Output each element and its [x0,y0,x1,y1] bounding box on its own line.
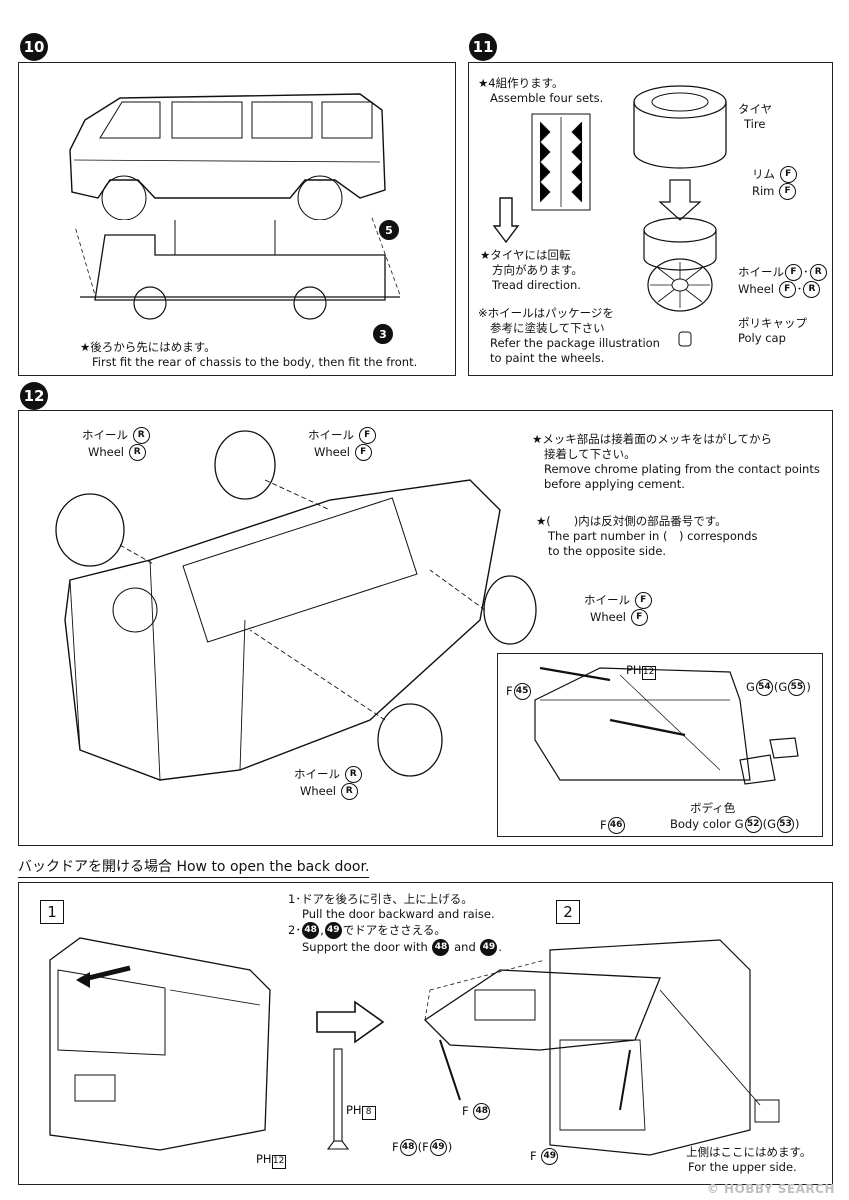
assemble-note: ★4組作ります。 Assemble four sets. [478,76,604,105]
wheel-assembly-illustration [633,85,727,347]
tread-direction-arrow-icon [492,197,520,244]
step-10-panel [18,62,456,376]
part-f48-open: F 48 [462,1103,491,1120]
wheel-f-label-right: ホイール F Wheel F [584,592,653,626]
chassis-illustration [75,215,401,320]
part-ph12-rod: PH12 [256,1152,286,1169]
wiper-mirror-detail-panel [497,653,823,837]
underside-van-illustration [55,430,537,781]
support-rod-illustration [326,1048,350,1150]
wheel-r-label-top: ホイール R Wheel R [82,427,151,461]
step-10-badge: 10 [20,33,48,61]
closed-back-door-illustration [49,937,271,1151]
wheel-f-label-top: ホイール F Wheel F [308,427,377,461]
right-arrow-icon [316,1000,385,1044]
back-door-panel [18,882,833,1185]
back-door-banner: バックドアを開ける場合 How to open the back door. [18,856,370,878]
step-12-badge: 12 [20,382,48,410]
step-11-panel [468,62,833,376]
tire-label: タイヤ Tire [738,102,773,131]
step-12-panel [18,410,833,846]
part-number-note: ★( )内は反対側の部品番号です。 The part number in ( )… [536,514,758,558]
windshield-wiper-mirror-illustration [534,666,799,785]
back-door-step-1: 1 [40,900,64,924]
back-door-step-2: 2 [556,900,580,924]
open-back-door-illustration [423,939,780,1156]
part-ph12-windshield: PH12 [626,663,656,680]
tread-pattern-illustration [531,113,591,211]
poly-cap-label: ポリキャップ Poly cap [738,316,807,345]
part-f49-open: F 49 [530,1148,559,1165]
tread-note: ★タイヤには回転 方向があります。 Tread direction. [480,248,583,292]
chrome-note: ★メッキ部品は接着面のメッキをはがしてから 接着して下さい。 Remove ch… [532,432,820,491]
ref-part-3: 3 [372,324,394,344]
ref-part-5: 5 [378,220,400,240]
upper-side-note: 上側はここにはめます。 For the upper side. [686,1145,812,1174]
hobby-search-watermark: © HOBBY SEARCH [706,1182,835,1196]
wheel-r-label-bottom: ホイール R Wheel R [294,766,363,800]
paint-note: ※ホイールはパッケージを 参考に塗装して下さい Refer the packag… [478,306,660,365]
back-door-instructions: 1･ドアを後ろに引き、上に上げる。 Pull the door backward… [288,892,503,956]
step-11-badge: 11 [469,33,497,61]
step-10-note: ★後ろから先にはめます。 First fit the rear of chass… [80,340,418,369]
rim-label: リム F Rim F [752,166,798,200]
van-body-side-illustration [69,93,386,220]
